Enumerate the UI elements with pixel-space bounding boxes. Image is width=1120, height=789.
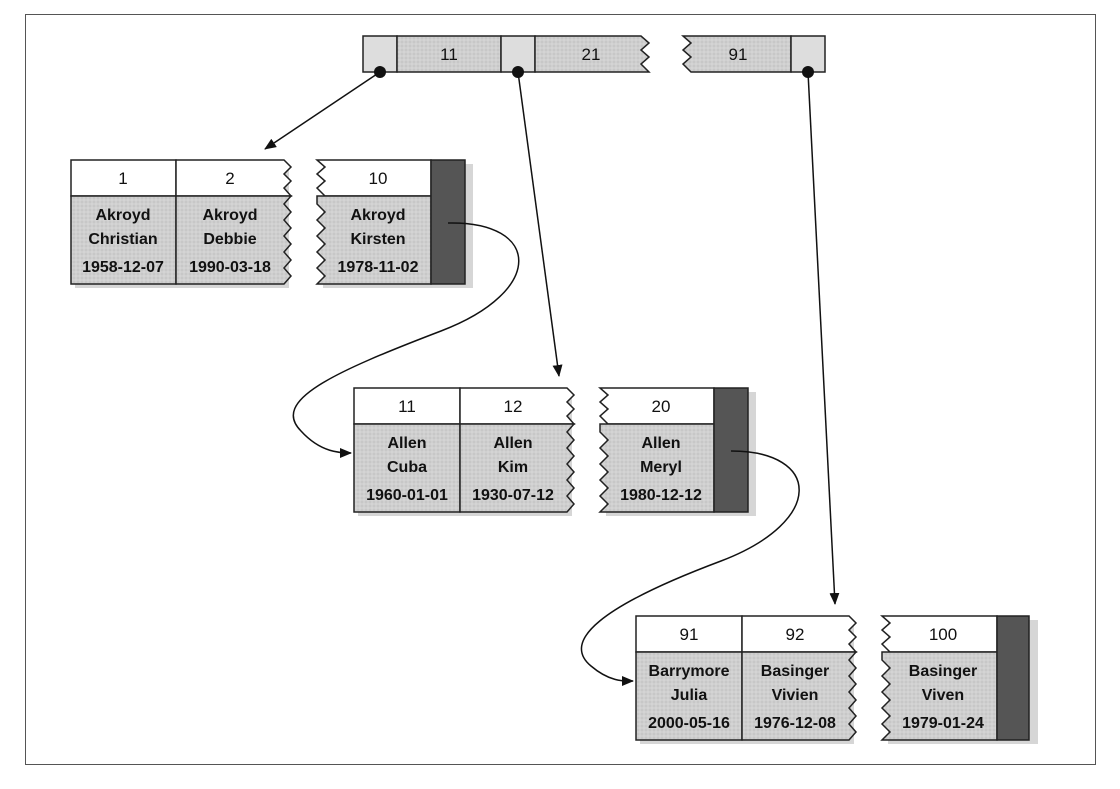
leaf-3-first-0: Julia (671, 687, 708, 704)
leaf-3-first-1: Vivien (772, 687, 819, 704)
leaf-2-first-1: Kim (498, 459, 528, 476)
leaf-3-data-cell-1 (741, 651, 858, 741)
leaf-1-first-2: Kirsten (350, 231, 405, 248)
leaf-node-1: 1 Akroyd Christian 1958-12-07 2 Akroyd D… (70, 159, 473, 288)
root-key-0: 11 (440, 45, 458, 64)
leaf-2-key-0: 11 (398, 397, 416, 416)
leaf-1-dob-0: 1958-12-07 (82, 259, 164, 276)
leaf-3-dob-0: 2000-05-16 (648, 715, 730, 732)
leaf-3-key-cell-0 (635, 615, 743, 653)
leaf-2-last-1: Allen (493, 435, 532, 452)
leaf-2-data-cell-2 (598, 423, 715, 513)
diagram-frame: 11 21 91 1 Akroyd Christian 1958-12-07 2… (25, 14, 1096, 765)
leaf-1-next-link-block (430, 159, 466, 285)
leaf-3-dob-1: 1976-12-08 (754, 715, 836, 732)
leaf-1-key-0: 1 (118, 169, 127, 188)
pointer-arrow-leaf-2 (517, 71, 563, 377)
leaf-2-first-2: Meryl (640, 459, 682, 476)
leaf-3-data-cell-2 (880, 651, 998, 741)
leaf-1-last-0: Akroyd (95, 207, 150, 224)
leaf-1-data-cell-0 (70, 195, 177, 285)
leaf-1-data-cell-1 (175, 195, 293, 285)
btree-diagram: 11 21 91 1 Akroyd Christian 1958-12-07 2… (70, 35, 1038, 744)
leaf-3-dob-2: 1979-01-24 (902, 715, 984, 732)
leaf-3-last-0: Barrymore (649, 663, 730, 680)
leaf-2-last-0: Allen (387, 435, 426, 452)
leaf-2-last-2: Allen (641, 435, 680, 452)
leaf-1-last-2: Akroyd (350, 207, 405, 224)
root-key-1: 21 (582, 45, 601, 64)
leaf-3-first-2: Viven (922, 687, 964, 704)
leaf-link-arrow-2-to-3 (580, 450, 800, 687)
leaf-2-first-0: Cuba (387, 459, 427, 476)
pointer-arrow-leaf-1 (264, 71, 381, 150)
root-key-cell-0 (396, 35, 502, 73)
root-node: 11 21 91 (362, 35, 826, 78)
leaf-1-dob-1: 1990-03-18 (189, 259, 271, 276)
leaf-2-dob-1: 1930-07-12 (472, 487, 554, 504)
leaf-1-key-1: 2 (225, 169, 234, 188)
leaf-3-key-1: 92 (786, 625, 805, 644)
pointer-arrow-leaf-3 (807, 71, 840, 605)
leaf-3-last-2: Basinger (909, 663, 977, 680)
leaf-1-first-0: Christian (88, 231, 157, 248)
leaf-link-arrow-1-to-2 (292, 222, 520, 458)
leaf-3-data-cell-0 (635, 651, 743, 741)
leaf-node-2: 11 Allen Cuba 1960-01-01 12 Allen Kim 19… (353, 387, 756, 516)
leaf-1-data-cell-2 (315, 195, 432, 285)
leaf-1-dob-2: 1978-11-02 (338, 259, 419, 276)
leaf-2-key-2: 20 (652, 397, 671, 416)
leaf-1-first-1: Debbie (203, 231, 256, 248)
leaf-2-dob-0: 1960-01-01 (366, 487, 448, 504)
leaf-3-last-1: Basinger (761, 663, 829, 680)
leaf-2-dob-2: 1980-12-12 (620, 487, 702, 504)
leaf-3-next-link-block (996, 615, 1030, 741)
leaf-3-key-2: 100 (929, 625, 957, 644)
leaf-1-last-1: Akroyd (202, 207, 257, 224)
root-key-2: 91 (729, 45, 748, 64)
leaf-2-key-1: 12 (504, 397, 523, 416)
leaf-2-data-cell-0 (353, 423, 461, 513)
leaf-1-key-2: 10 (369, 169, 388, 188)
leaf-2-next-link-block (713, 387, 749, 513)
root-key-cell-1 (534, 35, 651, 73)
leaf-3-key-0: 91 (680, 625, 699, 644)
leaf-2-data-cell-1 (459, 423, 576, 513)
leaf-node-3: 91 Barrymore Julia 2000-05-16 92 Basinge… (635, 615, 1038, 744)
